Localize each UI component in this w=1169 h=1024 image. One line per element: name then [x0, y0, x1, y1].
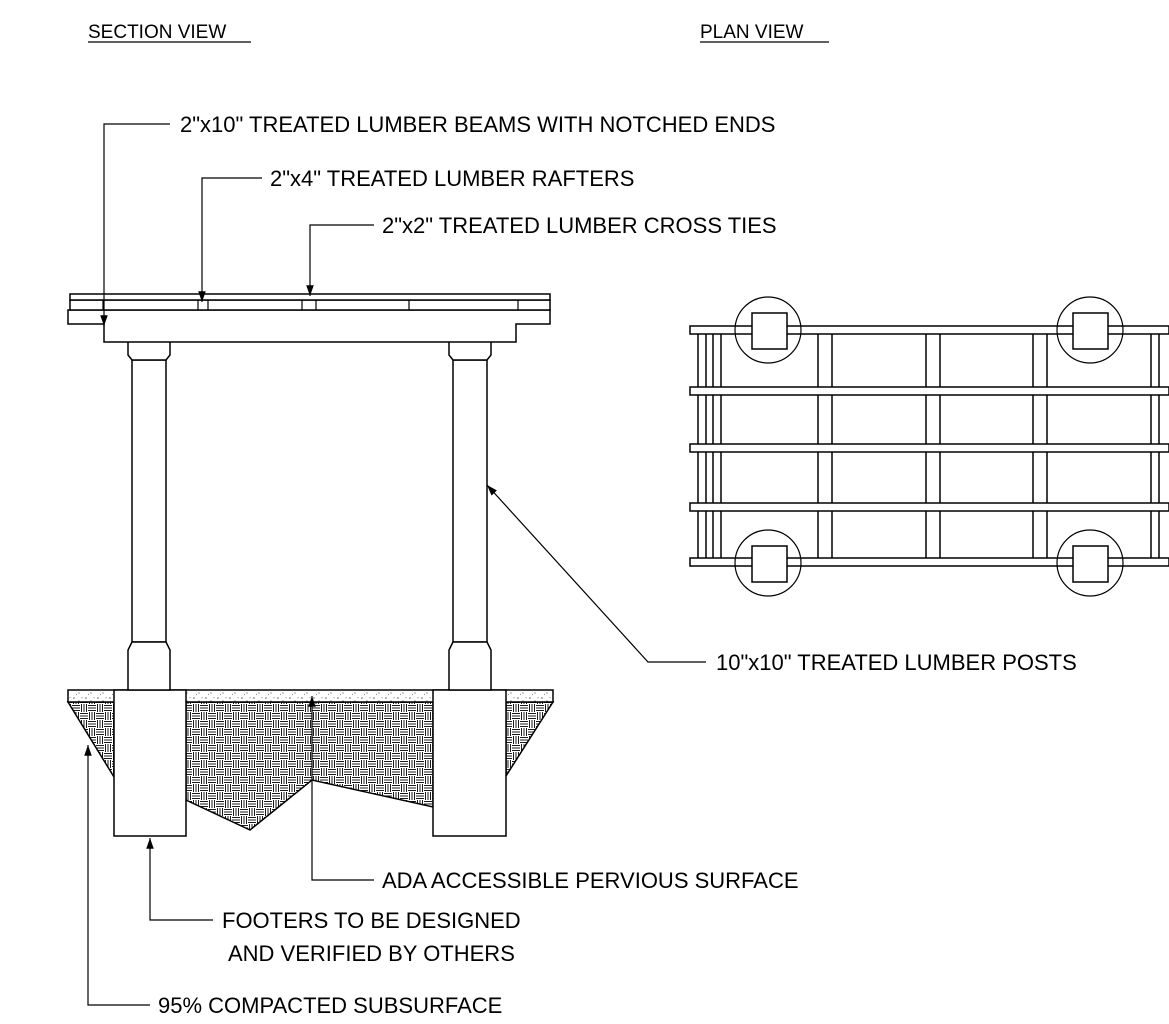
post-right	[448, 309, 492, 691]
label-footers-line1: FOOTERS TO BE DESIGNED	[222, 908, 521, 933]
label-posts: 10"x10" TREATED LUMBER POSTS	[716, 650, 1077, 675]
plan-cross-ties	[689, 325, 1169, 567]
svg-text:SECTION VIEW: SECTION VIEW	[88, 22, 226, 43]
plan-post-nw	[734, 296, 802, 364]
plan-post-ne	[1056, 296, 1124, 364]
leader-rafters	[198, 177, 262, 302]
rafters	[69, 299, 551, 311]
label-subsurface: 95% COMPACTED SUBSURFACE	[158, 993, 502, 1018]
leader-subsurface	[84, 745, 150, 1006]
label-cross-ties: 2"x2" TREATED LUMBER CROSS TIES	[382, 213, 777, 238]
leader-footers	[146, 838, 213, 921]
leader-posts	[486, 484, 706, 663]
beam	[67, 309, 551, 343]
plan-view-title: PLAN VIEW	[700, 22, 829, 43]
label-beams: 2"x10" TREATED LUMBER BEAMS WITH NOTCHED…	[180, 112, 775, 137]
section-view-title: SECTION VIEW	[88, 22, 251, 43]
footer-right	[432, 689, 507, 837]
label-footers-line2: AND VERIFIED BY OTHERS	[228, 941, 515, 966]
label-surface: ADA ACCESSIBLE PERVIOUS SURFACE	[382, 868, 799, 893]
plan-post-se	[1056, 529, 1124, 597]
leader-cross-ties	[306, 224, 374, 296]
leader-surface	[308, 696, 374, 881]
post-left	[127, 309, 171, 691]
svg-text:PLAN VIEW: PLAN VIEW	[700, 22, 804, 43]
plan-post-sw	[734, 529, 802, 597]
soil-left	[66, 701, 115, 780]
rafter-joints	[102, 300, 519, 310]
leader-beams	[100, 123, 170, 326]
section-view	[66, 293, 555, 837]
footer-left	[113, 689, 187, 837]
label-rafters: 2"x4" TREATED LUMBER RAFTERS	[270, 166, 634, 191]
soil-middle	[185, 701, 434, 831]
plan-view	[689, 296, 1169, 597]
soil-right	[505, 701, 555, 779]
